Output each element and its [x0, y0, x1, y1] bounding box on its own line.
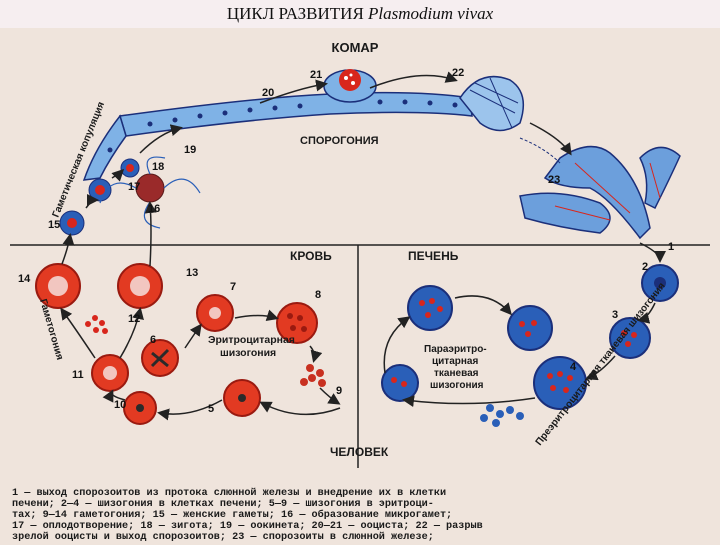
stage-number-4: 4 — [570, 361, 577, 373]
label-paraerythro-1: Параэритро- — [424, 344, 487, 355]
label-human: ЧЕЛОВЕК — [330, 445, 389, 459]
label-liver: ПЕЧЕНЬ — [408, 249, 459, 263]
label-paraerythro-2: цитарная — [432, 356, 478, 367]
stage-number-15: 15 — [48, 219, 60, 231]
stage-number-21: 21 — [310, 69, 322, 81]
legend-line: 17 — оплодотворение; 18 — зигота; 19 — о… — [12, 521, 712, 532]
stage-number-20: 20 — [262, 87, 274, 99]
stage-number-22: 22 — [452, 67, 464, 79]
title-main: ЦИКЛ РАЗВИТИЯ — [227, 4, 364, 23]
stage-number-7: 7 — [230, 281, 236, 293]
stage-number-5: 5 — [208, 403, 214, 415]
title-species: Plasmodium vivax — [368, 4, 493, 23]
legend-line: тах; 9—14 гаметогония; 15 — женские гаме… — [12, 510, 712, 521]
stage-number-23: 23 — [548, 174, 560, 186]
stage-number-3: 3 — [612, 309, 618, 321]
label-erythrocytic-2: шизогония — [220, 347, 276, 359]
stage-number-6: 6 — [150, 334, 156, 346]
stage-number-10: 10 — [114, 399, 126, 411]
stage-number-8: 8 — [315, 289, 321, 301]
stage-number-2: 2 — [642, 261, 648, 273]
legend-line: зрелой ооцисты и выход спорозоитов; 23 —… — [12, 532, 712, 543]
life-cycle-diagram: КОМАР КРОВЬ ПЕЧЕНЬ ЧЕЛОВЕК СПОРОГОНИЯ Га… — [0, 28, 720, 540]
ruptured-oocyst — [460, 77, 523, 131]
stage-number-17: 17 — [128, 181, 140, 193]
diagram-area: КОМАР КРОВЬ ПЕЧЕНЬ ЧЕЛОВЕК СПОРОГОНИЯ Га… — [0, 28, 720, 540]
stage-number-12: 12 — [128, 313, 140, 325]
label-erythrocytic-1: Эритроцитарная — [208, 334, 295, 346]
stage-number-11: 11 — [72, 369, 84, 381]
oocyst — [324, 69, 376, 102]
stage-number-1: 1 — [668, 241, 674, 253]
label-blood: КРОВЬ — [290, 249, 332, 263]
label-mosquito: КОМАР — [332, 40, 379, 55]
stage-number-18: 18 — [152, 161, 164, 173]
stage-number-14: 14 — [18, 273, 31, 285]
legend-line: 1 — выход спорозоитов из протока слюнной… — [12, 488, 712, 499]
salivary-gland — [520, 147, 680, 238]
stage-number-19: 19 — [184, 144, 196, 156]
stage-number-9: 9 — [336, 385, 342, 397]
legend-line: печени; 2—4 — шизогония в клетках печени… — [12, 499, 712, 510]
stage-number-13: 13 — [186, 267, 198, 279]
page-title: ЦИКЛ РАЗВИТИЯ Plasmodium vivax — [0, 0, 720, 28]
label-sporogony: СПОРОГОНИЯ — [300, 135, 379, 147]
stage-number-16: 16 — [148, 203, 160, 215]
figure-legend: 1 — выход спорозоитов из протока слюнной… — [12, 488, 712, 543]
label-paraerythro-4: шизогония — [430, 380, 484, 391]
label-paraerythro-3: тканевая — [434, 368, 479, 379]
